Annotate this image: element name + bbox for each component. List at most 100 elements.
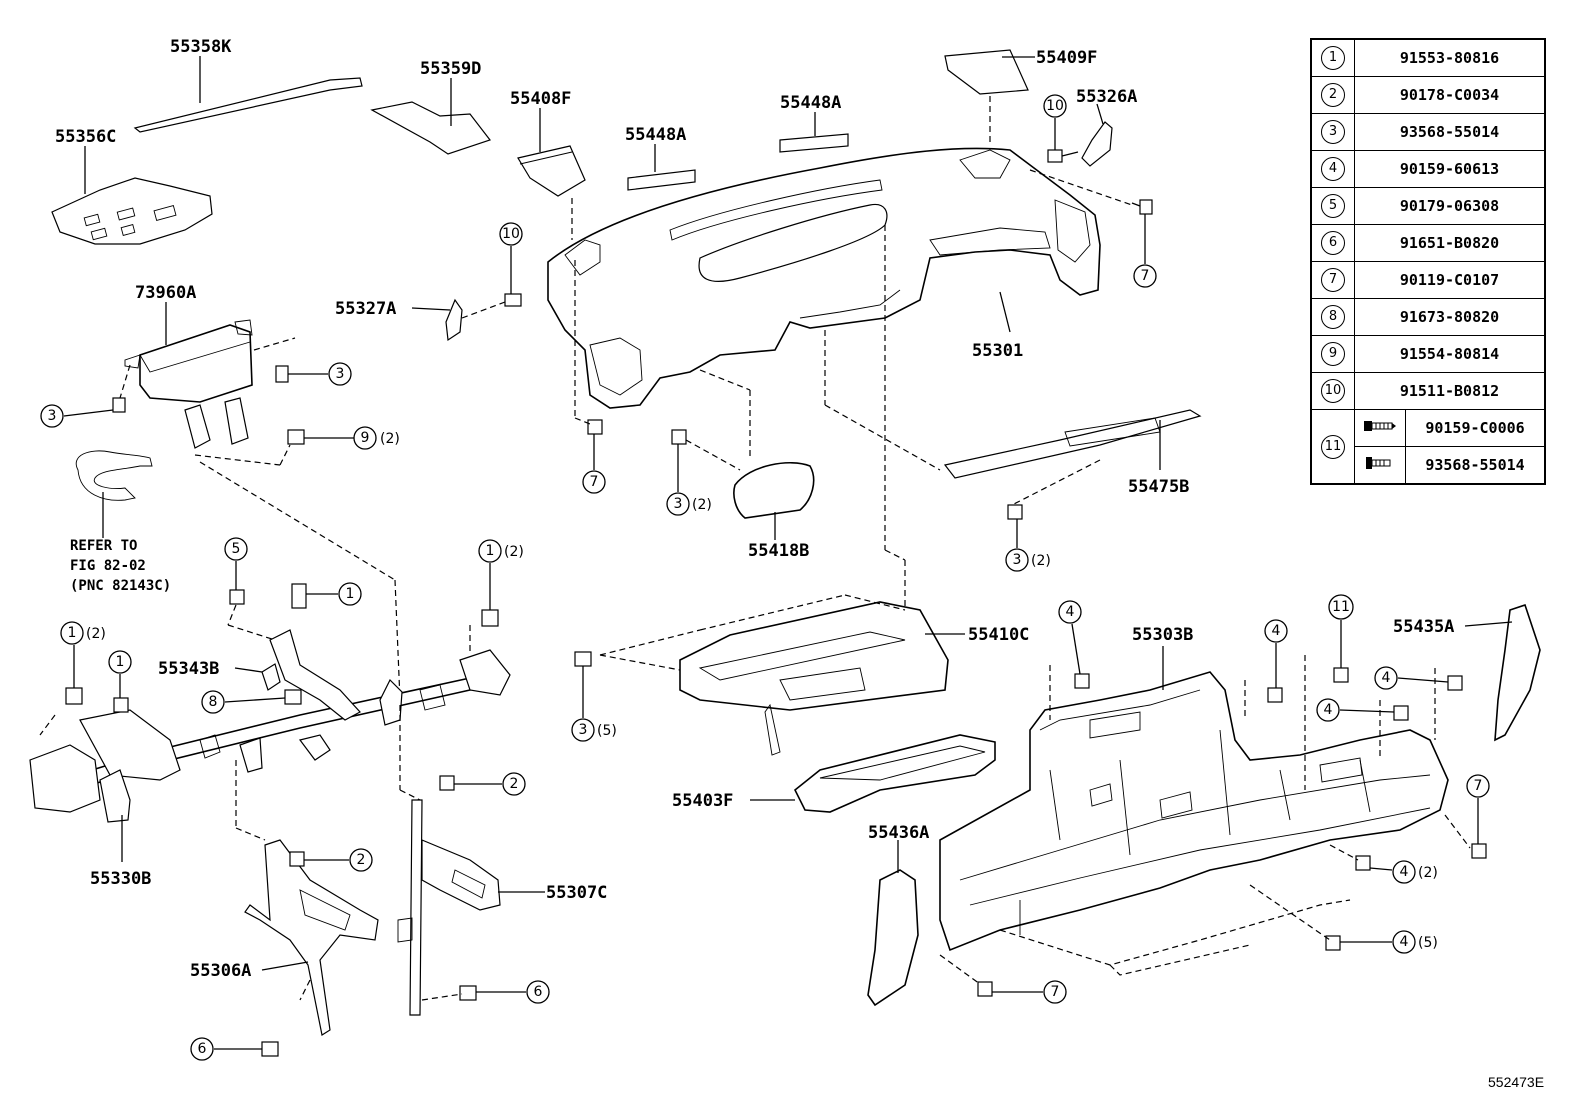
legend-row-3: 3 93568-55014: [1310, 113, 1546, 151]
legend-part-6: 91651-B0820: [1354, 224, 1546, 262]
legend-key-1: 1: [1321, 46, 1345, 70]
part-55330B[interactable]: [99, 769, 131, 823]
legend-key-3: 3: [1321, 120, 1345, 144]
legend-part-11b: 93568-55014: [1405, 446, 1546, 485]
callout-4-f: 4: [1400, 934, 1409, 950]
legend-key-7: 7: [1321, 268, 1345, 292]
part-55418B[interactable]: [733, 461, 815, 519]
bolt-6-b[interactable]: [459, 985, 477, 1001]
bolt-10-top[interactable]: [1047, 149, 1079, 163]
label-55409F: 55409F: [1036, 48, 1097, 68]
part-55358K[interactable]: [133, 77, 363, 133]
callout-7-right: 7: [1141, 268, 1150, 284]
bolt-4-c[interactable]: [1447, 675, 1463, 691]
bolt-1-b[interactable]: [481, 609, 499, 627]
part-73960A-airbag[interactable]: [124, 319, 253, 449]
label-55408F: 55408F: [510, 89, 571, 109]
part-55408F[interactable]: [517, 145, 586, 197]
legend-row-9: 9 91554-80814: [1310, 335, 1546, 373]
part-55435A[interactable]: [1494, 603, 1541, 742]
part-55307C[interactable]: [397, 799, 501, 1016]
part-55343B[interactable]: [261, 663, 281, 691]
bolt-9[interactable]: [287, 429, 305, 445]
callout-1-b-qty: (2): [504, 544, 524, 560]
legend-row-4: 4 90159-60613: [1310, 150, 1546, 188]
bolt-5[interactable]: [229, 589, 245, 605]
bolt-4-f[interactable]: [1325, 935, 1341, 951]
label-55436A: 55436A: [868, 823, 929, 843]
nut-2-b[interactable]: [439, 775, 455, 791]
part-55301-instrument-panel[interactable]: [547, 147, 1101, 409]
bolt-4-b[interactable]: [1267, 687, 1283, 703]
callout-3-airbag-right: 3: [336, 366, 345, 382]
label-55403F: 55403F: [672, 791, 733, 811]
callout-4-b: 4: [1272, 623, 1281, 639]
label-55358K: 55358K: [170, 37, 232, 57]
part-steering-support-beam[interactable]: [29, 629, 511, 813]
bolt-3-55410C[interactable]: [574, 651, 592, 667]
part-55475B[interactable]: [943, 409, 1202, 479]
bolt-6-a[interactable]: [261, 1041, 279, 1057]
callout-8: 8: [209, 694, 218, 710]
callout-1-c: 1: [68, 625, 77, 641]
legend-row-11b: 93568-55014: [1311, 446, 1546, 485]
label-55307C: 55307C: [546, 883, 607, 903]
bolt-7-bottom[interactable]: [977, 981, 993, 997]
refer-note-line1: REFER TO: [70, 538, 137, 554]
callout-3-55475B-qty: (2): [1031, 553, 1051, 569]
part-55410C[interactable]: [679, 601, 949, 756]
legend-key-4: 4: [1321, 157, 1345, 181]
part-55303B-reinforcement[interactable]: [939, 671, 1449, 952]
callout-7-mid: 7: [590, 474, 599, 490]
callout-3-55410C: 3: [579, 722, 588, 738]
bolt-3-55418B[interactable]: [671, 429, 687, 445]
bolt-4-e[interactable]: [1355, 855, 1371, 871]
bolt-10-mid[interactable]: [504, 293, 522, 307]
callout-9-qty: (2): [380, 431, 400, 447]
part-55448A-right[interactable]: [779, 133, 849, 153]
part-55409F[interactable]: [944, 49, 1029, 95]
callout-2-a: 2: [357, 852, 366, 868]
refer-note-line2: FIG 82-02: [70, 558, 146, 574]
part-55359D[interactable]: [370, 101, 491, 155]
bolt-1-d[interactable]: [113, 697, 129, 713]
part-55403F[interactable]: [793, 734, 996, 813]
part-55327A[interactable]: [445, 298, 463, 342]
label-55330B: 55330B: [90, 869, 151, 889]
part-55306A[interactable]: [244, 839, 379, 1036]
bolt-screw-icon: [1354, 446, 1406, 485]
bolt-7-right[interactable]: [1131, 199, 1153, 215]
legend-key-6: 6: [1321, 231, 1345, 255]
bolt-3-55475B[interactable]: [1007, 504, 1023, 520]
bolt-1-c[interactable]: [65, 687, 83, 705]
bolt-3-airbag-right[interactable]: [275, 365, 289, 383]
bolt-flange-icon: [1354, 409, 1406, 447]
bolt-8[interactable]: [284, 689, 302, 705]
part-number-legend: 1 91553-80816 2 90178-C0034 3 93568-5501…: [1310, 38, 1546, 485]
bolt-4-d[interactable]: [1393, 705, 1409, 721]
part-55356C[interactable]: [51, 177, 213, 245]
label-55448A-left: 55448A: [625, 125, 686, 145]
callout-1-d: 1: [116, 654, 125, 670]
part-55448A-left[interactable]: [627, 169, 696, 191]
legend-part-7: 90119-C0107: [1354, 261, 1546, 299]
label-55418B: 55418B: [748, 541, 809, 561]
bolt-3-left[interactable]: [112, 397, 126, 413]
legend-key-11: 11: [1321, 434, 1345, 459]
nut-2-a[interactable]: [289, 851, 305, 867]
part-55436A[interactable]: [867, 869, 919, 1007]
callout-3-left: 3: [48, 408, 57, 424]
bolt-7-mid[interactable]: [587, 419, 603, 435]
bolt-11[interactable]: [1333, 667, 1349, 683]
legend-part-9: 91554-80814: [1354, 335, 1546, 373]
callout-1-c-qty: (2): [86, 626, 106, 642]
legend-row-1: 1 91553-80816: [1310, 38, 1546, 77]
wire-harness-82143C[interactable]: [75, 450, 153, 501]
legend-key-2: 2: [1321, 83, 1345, 107]
callout-3-55418B-qty: (2): [692, 497, 712, 513]
part-55326A[interactable]: [1081, 121, 1113, 167]
bolt-1-a[interactable]: [291, 583, 307, 609]
bolt-7-lower[interactable]: [1471, 843, 1487, 859]
label-55301: 55301: [972, 341, 1023, 361]
bolt-4-a[interactable]: [1074, 673, 1090, 689]
